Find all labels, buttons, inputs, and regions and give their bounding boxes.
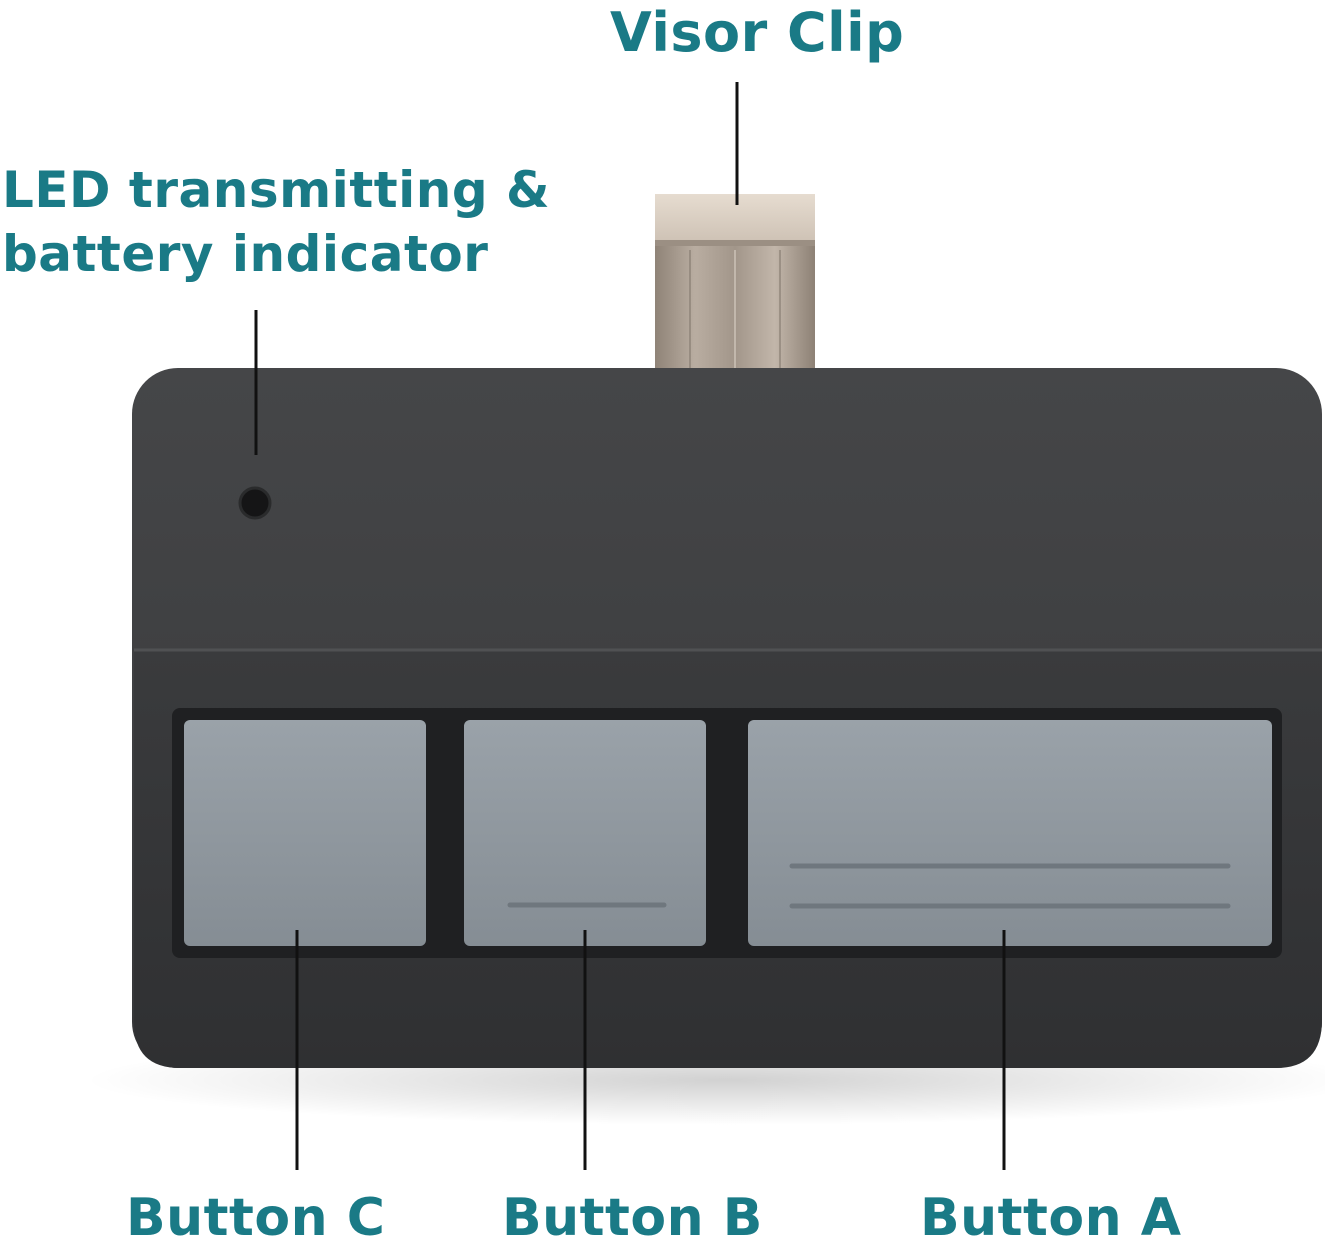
remote-body [132,368,1322,1068]
led-label-line-1: LED transmitting & [2,161,551,219]
button-a[interactable] [748,720,1272,946]
button-b-label: Button B [502,1188,763,1248]
led-indicator-label: LED transmitting & battery indicator [2,158,550,286]
visor-clip-icon [655,194,815,380]
button-a-label: Button A [920,1188,1182,1248]
button-b[interactable] [464,720,706,946]
button-c-label: Button C [126,1188,386,1248]
led-indicator-icon [238,486,272,520]
visor-clip-label: Visor Clip [610,1,905,64]
button-c[interactable] [184,720,426,946]
led-label-line-2: battery indicator [2,225,489,283]
